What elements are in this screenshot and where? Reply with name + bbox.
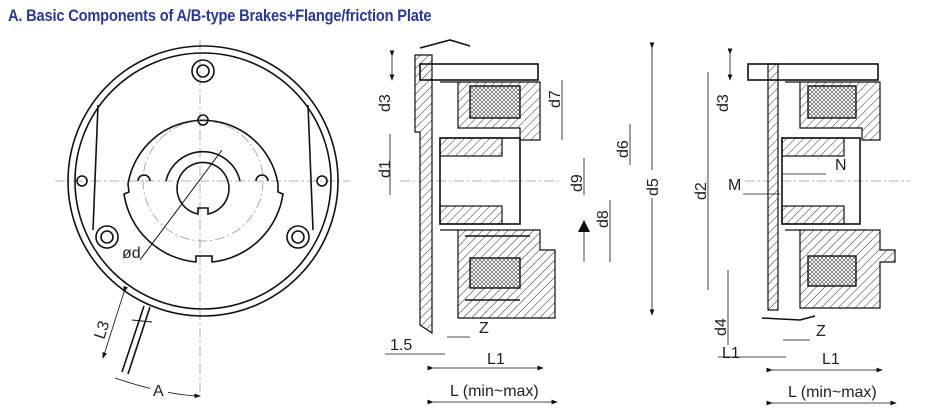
z-label: Z bbox=[816, 323, 826, 340]
housing-outer-circle bbox=[67, 45, 339, 317]
d3-label: d3 bbox=[715, 94, 732, 112]
shaft-bore-with-keyway bbox=[176, 161, 230, 215]
l1-left-label: L1 bbox=[722, 345, 740, 362]
through-bolt bbox=[747, 63, 879, 81]
hub-upper bbox=[781, 137, 845, 157]
lead-wire-break bbox=[131, 319, 153, 323]
page-title: A. Basic Components of A/B-type Brakes+F… bbox=[8, 6, 432, 25]
flange-plate bbox=[414, 54, 433, 335]
hub-outline bbox=[439, 137, 521, 225]
through-bolt bbox=[419, 63, 539, 81]
z-label: Z bbox=[479, 320, 489, 337]
hub-lower bbox=[781, 205, 845, 225]
side-screw-left bbox=[76, 175, 88, 187]
mounting-hole-left bbox=[95, 225, 119, 249]
bore-diameter-label: ød bbox=[122, 245, 141, 262]
section-view-b: d3 d2 M N d4 L1 Z L1 L (min~max) bbox=[693, 48, 910, 406]
d3-label: d3 bbox=[377, 94, 394, 112]
coil-lower bbox=[807, 255, 857, 287]
release-lever bbox=[419, 39, 471, 49]
section-view-a: d3 d1 d7 d6 d9 d8 d5 1.5 Z L1 L (min~max… bbox=[377, 39, 662, 405]
l-label: L (min~max) bbox=[450, 383, 539, 400]
l1-label: L1 bbox=[487, 351, 505, 368]
l1-label: L1 bbox=[822, 351, 840, 368]
l3-label: L3 bbox=[92, 319, 114, 341]
coil-lower bbox=[469, 257, 521, 289]
hub-lower bbox=[439, 205, 503, 225]
armature-plate bbox=[123, 119, 284, 263]
coil-upper bbox=[469, 85, 521, 119]
d8-arrowhead bbox=[578, 220, 590, 232]
l-label: L (min~max) bbox=[788, 384, 877, 401]
d7-label: d7 bbox=[547, 90, 564, 108]
m-label: M bbox=[728, 177, 741, 194]
n-label: N bbox=[835, 157, 847, 174]
d6-label: d6 bbox=[615, 140, 632, 158]
d1-label: d1 bbox=[377, 160, 394, 178]
hub-outline bbox=[781, 137, 861, 225]
pitch-circle bbox=[142, 120, 264, 242]
d2-label: d2 bbox=[693, 182, 710, 200]
hub-screw bbox=[197, 114, 209, 126]
housing-inner-circle bbox=[74, 52, 332, 310]
hub-outline bbox=[165, 150, 241, 182]
flange-plate bbox=[767, 63, 779, 311]
gap-label: 1.5 bbox=[390, 337, 412, 354]
front-view: ød L3 A bbox=[55, 40, 350, 400]
d5-label: d5 bbox=[645, 178, 662, 196]
pin-recesses bbox=[137, 174, 269, 182]
springs bbox=[465, 235, 530, 301]
mounting-hole-top bbox=[191, 59, 215, 83]
lead-wire bbox=[121, 305, 151, 375]
angle-a-label: A bbox=[153, 383, 164, 400]
side-screw-right bbox=[316, 175, 328, 187]
d9-label: d9 bbox=[569, 174, 586, 192]
mounting-hole-right bbox=[286, 225, 310, 249]
d8-label: d8 bbox=[595, 210, 612, 228]
release-lever bbox=[761, 315, 816, 321]
hub-upper bbox=[439, 137, 503, 157]
d4-label: d4 bbox=[713, 318, 730, 336]
housing-flats bbox=[92, 104, 314, 231]
bore-diameter-leader bbox=[139, 149, 223, 261]
l3-dimension-line bbox=[102, 285, 128, 359]
coil-upper bbox=[807, 85, 857, 119]
